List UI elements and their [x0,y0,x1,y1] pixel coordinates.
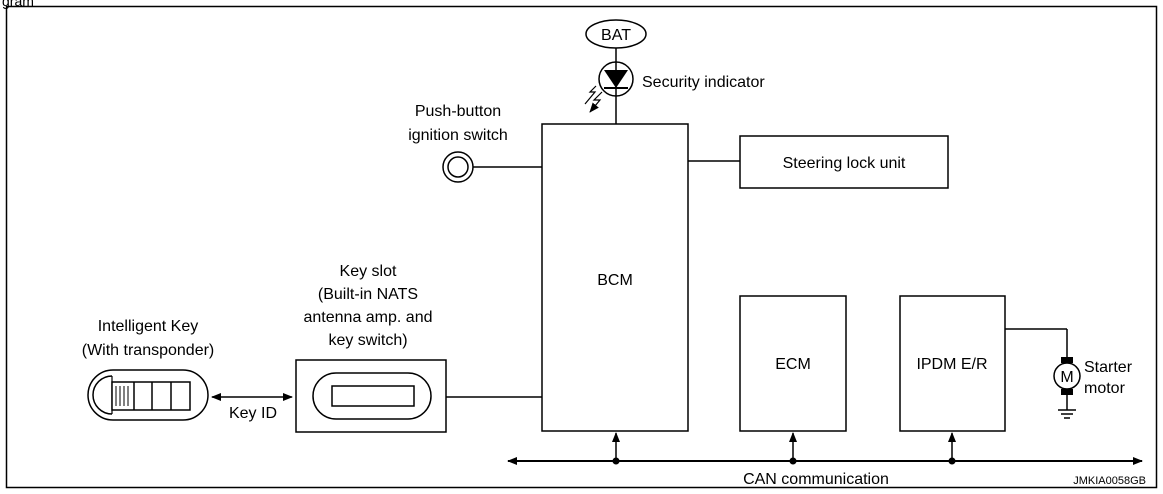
key-slot-label-line1: Key slot [340,263,397,280]
can-bus-taps [612,432,956,465]
security-indicator-label: Security indicator [642,74,765,91]
intelligent-key-label-line2: (With transponder) [82,342,215,359]
motor-symbol: M [1060,369,1073,386]
push-button-label-line1: Push-button [415,103,501,120]
key-slot-label-line2: (Built-in NATS [318,286,418,303]
push-button-switch-icon [442,151,474,183]
figure-code: JMKIA0058GB [1073,475,1146,487]
security-indicator-led-icon [584,61,634,113]
ecm-label: ECM [775,356,811,373]
intelligent-key-fob-icon [87,369,209,421]
steering-lock-unit-label: Steering lock unit [783,155,906,172]
key-slot-icon [312,372,432,420]
starter-label-line2: motor [1084,380,1126,397]
bat-label: BAT [601,27,631,44]
intelligent-key-label-line1: Intelligent Key [98,318,199,335]
starter-label-line1: Starter [1084,359,1133,376]
ecm-box [739,295,847,432]
key-id-label: Key ID [229,405,277,422]
can-communication-label: CAN communication [743,471,889,488]
ipdm-box [899,295,1006,432]
diagram-frame [5,5,1158,489]
key-slot-label-line3: antenna amp. and [304,309,433,326]
push-button-label-line2: ignition switch [408,127,508,144]
ipdm-label: IPDM E/R [916,356,987,373]
bcm-label: BCM [597,272,633,289]
starter-motor-icon: M [1053,357,1081,395]
header-fragment: gram [2,0,34,9]
ground-icon [1058,409,1076,419]
key-slot-label-line4: key switch) [328,332,407,349]
bcm-box [541,123,689,432]
steering-lock-unit-box [739,135,949,189]
